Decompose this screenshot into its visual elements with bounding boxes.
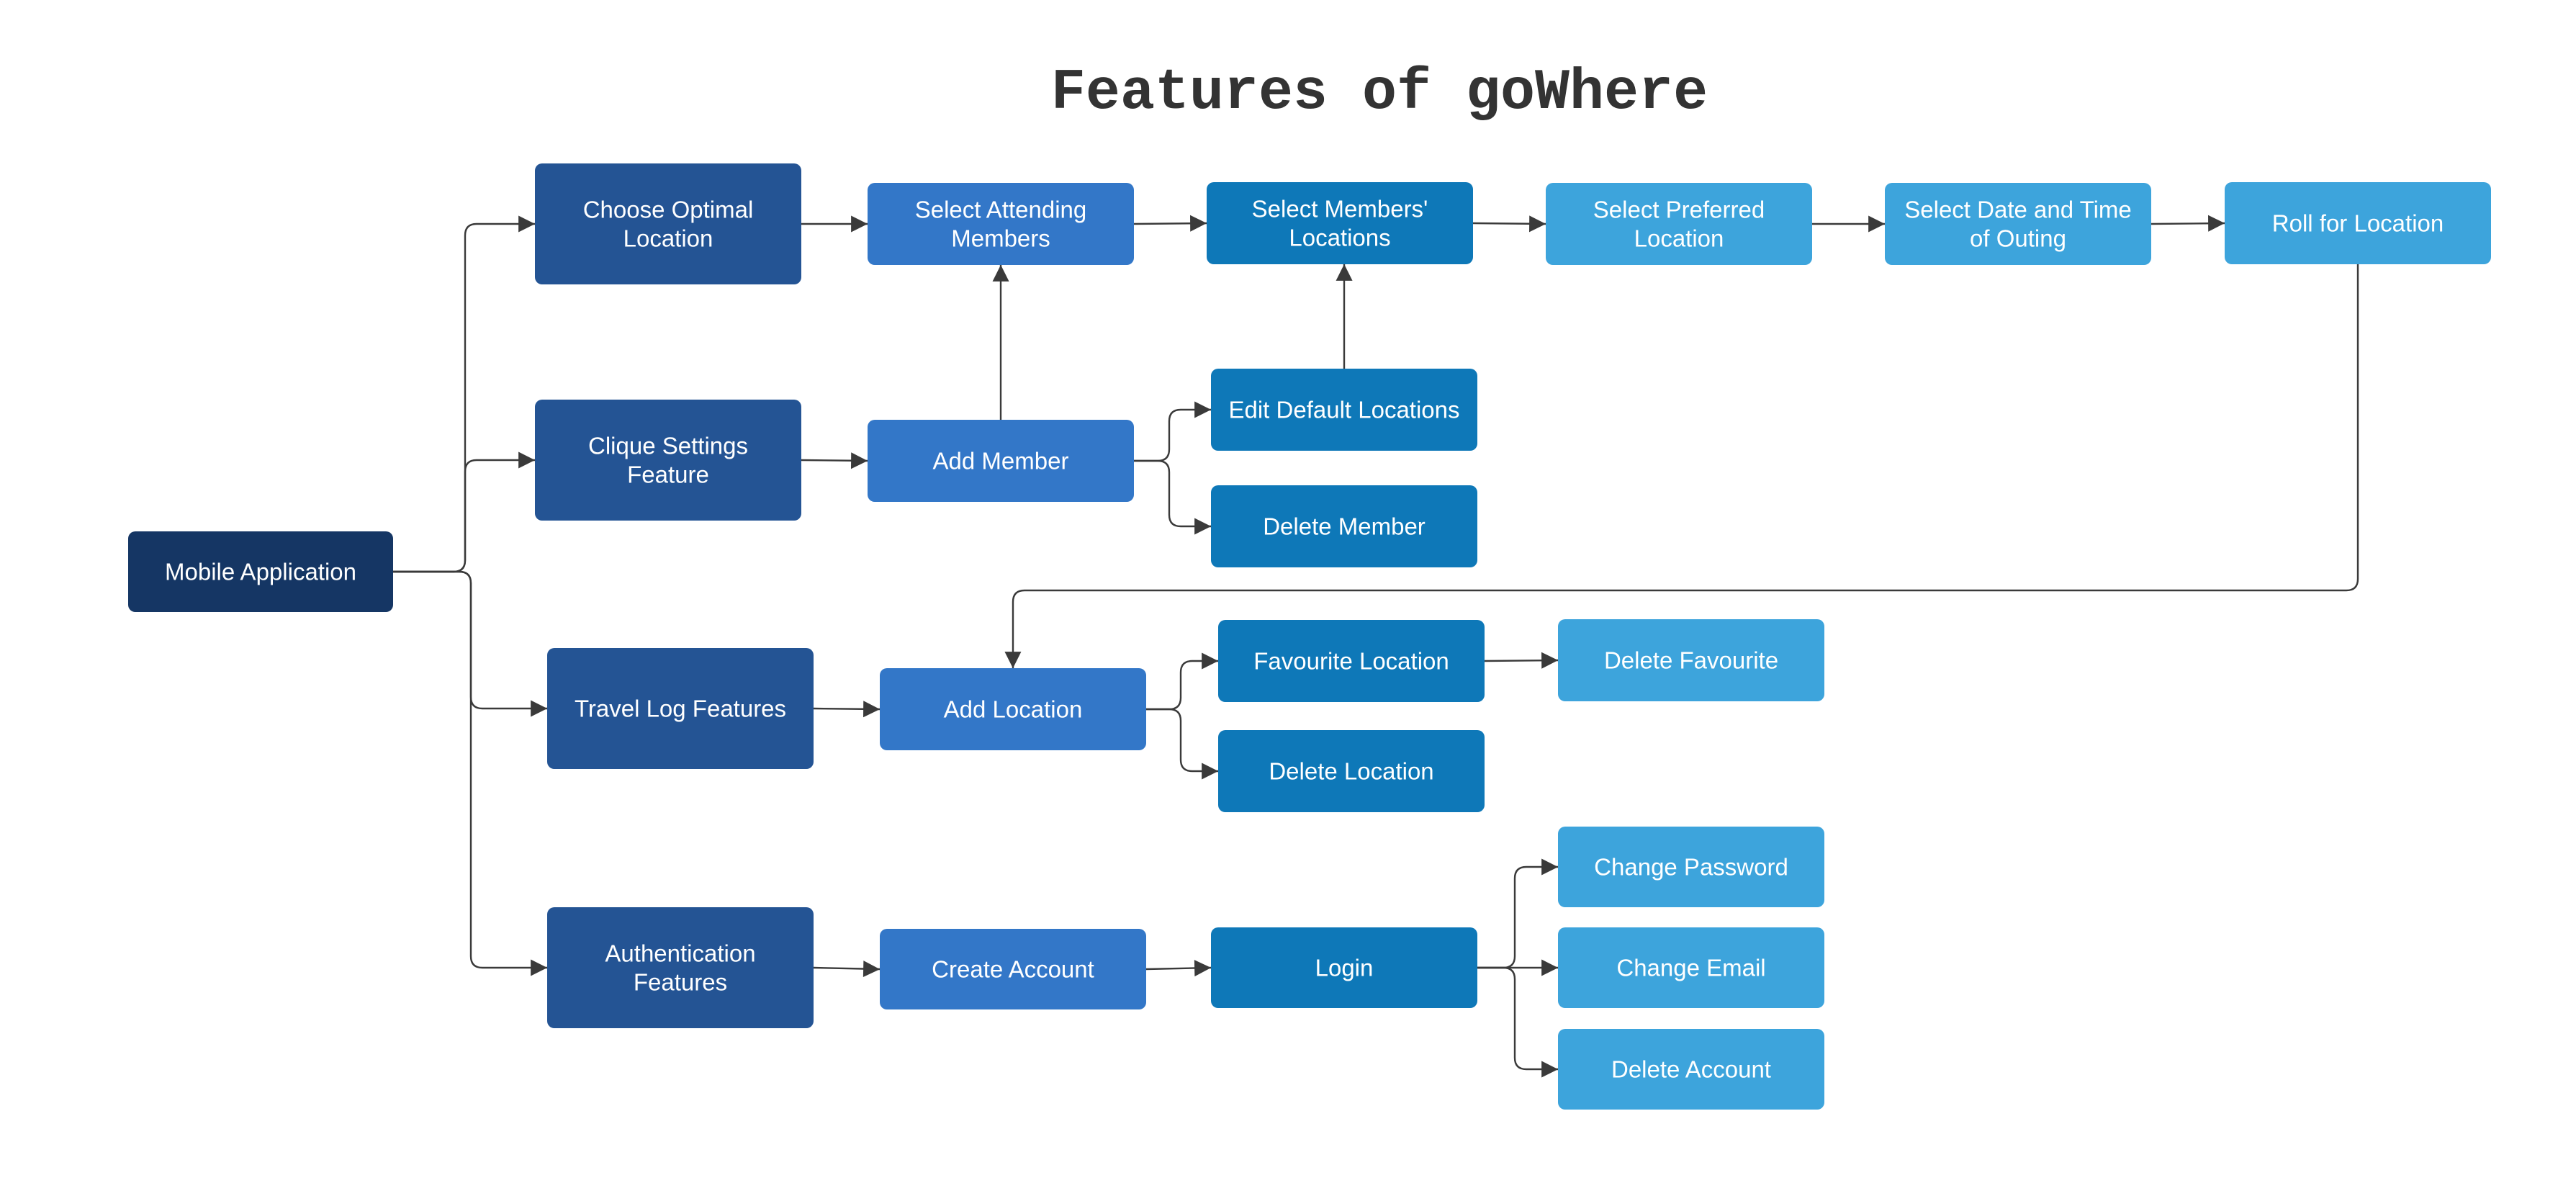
node-label: Choose Optimal: [583, 197, 754, 223]
node-box: [1546, 183, 1812, 265]
node-mobile-app: Mobile Application: [128, 531, 393, 612]
node-select-members-locations: Select Members' Locations: [1207, 182, 1473, 264]
node-label: Mobile Application: [165, 559, 356, 585]
node-box: [2225, 182, 2491, 264]
node-box: [128, 531, 393, 612]
node-label: Roll for Location: [2272, 210, 2444, 237]
node-label: Location: [1634, 225, 1724, 252]
node-label: Travel Log Features: [575, 696, 786, 722]
node-box: [1558, 1029, 1824, 1110]
edge-create-account-to-login: [1145, 960, 1212, 977]
node-create-account: Create Account: [880, 929, 1146, 1009]
edge-mobile-app-to-choose-optimal: [393, 215, 536, 573]
node-box: [1218, 620, 1485, 702]
node-add-member: Add Member: [868, 420, 1134, 502]
edge-add-member-to-delete-member: [1134, 459, 1212, 535]
node-box: [535, 163, 801, 284]
node-box: [1207, 182, 1473, 264]
edge-select-members-locations-to-select-preferred: [1472, 215, 1546, 233]
node-label: Location: [623, 225, 713, 252]
node-label: Select Attending: [915, 197, 1087, 223]
node-label: of Outing: [1970, 225, 2066, 252]
node-change-password: Change Password: [1558, 827, 1824, 907]
edge-add-member-to-edit-default: [1134, 401, 1212, 462]
node-add-location: Add Location: [880, 668, 1146, 750]
node-label: Select Date and Time: [1904, 197, 2132, 223]
node-label: Select Members': [1252, 196, 1428, 222]
node-label: Edit Default Locations: [1228, 397, 1459, 423]
node-label: Clique Settings: [588, 433, 748, 459]
node-label: Add Member: [933, 448, 1069, 474]
node-login: Login: [1211, 927, 1477, 1008]
edge-clique-settings-to-add-member: [801, 452, 868, 469]
edge-add-location-to-delete-location: [1146, 708, 1219, 780]
node-travel-log: Travel Log Features: [547, 648, 814, 769]
node-box: [1218, 730, 1485, 812]
node-favourite-location: Favourite Location: [1218, 620, 1485, 702]
node-delete-member: Delete Member: [1211, 485, 1477, 567]
node-label: Delete Favourite: [1604, 647, 1778, 674]
node-label: Login: [1315, 955, 1374, 981]
node-box: [547, 907, 814, 1028]
edge-select-attending-to-select-members-locations: [1133, 215, 1207, 232]
edge-mobile-app-to-authentication: [393, 570, 548, 976]
edge-select-date-time-to-roll-for-location: [2151, 215, 2225, 232]
node-label: Members: [951, 225, 1050, 252]
edge-favourite-location-to-delete-favourite: [1484, 652, 1559, 669]
node-box: [1885, 183, 2151, 265]
node-box: [1558, 827, 1824, 907]
node-delete-favourite: Delete Favourite: [1558, 619, 1824, 701]
edge-login-to-delete-account: [1477, 966, 1559, 1078]
node-label: Delete Location: [1269, 758, 1433, 785]
node-box: [880, 668, 1146, 750]
edge-roll-for-location-to-add-location: [1004, 264, 2359, 669]
node-box: [1211, 927, 1477, 1008]
diagram-title: Features of goWhere: [1051, 60, 1708, 126]
node-label: Change Email: [1616, 955, 1765, 981]
node-box: [1211, 485, 1477, 567]
edges-layer: [393, 215, 2359, 1078]
node-label: Delete Account: [1611, 1056, 1771, 1083]
node-label: Feature: [627, 462, 709, 488]
node-label: Features: [634, 969, 727, 996]
node-roll-for-location: Roll for Location: [2225, 182, 2491, 264]
edge-mobile-app-to-clique-settings: [393, 451, 536, 573]
node-label: Create Account: [932, 956, 1094, 983]
node-label: Locations: [1289, 225, 1390, 251]
node-box: [880, 929, 1146, 1009]
edge-authentication-to-create-account: [813, 961, 881, 978]
node-label: Authentication: [605, 940, 755, 967]
edge-login-to-change-password: [1477, 858, 1559, 969]
node-label: Favourite Location: [1253, 648, 1449, 675]
node-label: Select Preferred: [1593, 197, 1765, 223]
node-edit-default: Edit Default Locations: [1211, 369, 1477, 451]
edge-add-location-to-favourite-location: [1146, 652, 1219, 711]
node-box: [868, 183, 1134, 265]
node-label: Delete Member: [1263, 513, 1426, 540]
node-box: [868, 420, 1134, 502]
node-box: [1558, 927, 1824, 1008]
node-box: [547, 648, 814, 769]
node-box: [1558, 619, 1824, 701]
node-delete-account: Delete Account: [1558, 1029, 1824, 1110]
node-box: [1211, 369, 1477, 451]
node-box: [535, 400, 801, 521]
node-label: Change Password: [1594, 854, 1788, 881]
node-label: Add Location: [944, 696, 1083, 723]
node-delete-location: Delete Location: [1218, 730, 1485, 812]
node-change-email: Change Email: [1558, 927, 1824, 1008]
